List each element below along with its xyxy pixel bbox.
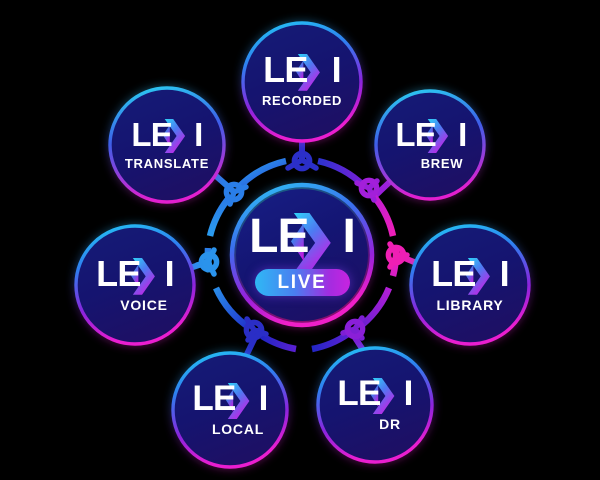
ring-hub-voice <box>194 247 220 277</box>
x-chevron-icon-dr <box>371 378 395 414</box>
node-dr-body <box>316 346 434 464</box>
center-node-ring <box>229 182 375 328</box>
x-chevron-icon-translate <box>163 119 186 153</box>
node-recorded-body <box>241 21 363 143</box>
x-chevron-icon-recorded <box>296 54 320 91</box>
node-voice[interactable] <box>74 224 196 346</box>
ring-hub-local <box>243 316 269 343</box>
x-chevron-icon-voice <box>131 258 155 295</box>
ring-arc-5 <box>359 286 393 328</box>
lexi-x-glyph-group <box>131 54 490 419</box>
node-voice-body <box>74 224 196 346</box>
satellite-node-group <box>74 21 531 469</box>
node-translate-body <box>108 86 226 204</box>
node-translate[interactable] <box>108 86 226 204</box>
ring-arc-1 <box>237 157 287 189</box>
ring-hub-recorded <box>285 147 319 172</box>
x-chevron-icon-brew <box>426 119 449 153</box>
ring-arc-6 <box>311 331 350 353</box>
ring-hub-brew <box>354 177 380 203</box>
node-brew[interactable] <box>374 89 486 201</box>
ring-hub-dr <box>340 315 366 341</box>
ring-hub-group <box>194 147 410 343</box>
ring-hub-library <box>385 241 410 270</box>
node-local[interactable] <box>171 351 289 469</box>
node-library-body <box>409 224 531 346</box>
node-dr[interactable] <box>316 346 434 464</box>
node-brew-body <box>374 89 486 201</box>
node-library[interactable] <box>409 224 531 346</box>
node-recorded[interactable] <box>241 21 363 143</box>
ring-arc-7 <box>260 333 297 353</box>
ring-arc-10 <box>206 196 231 237</box>
node-local-body <box>171 351 289 469</box>
x-chevron-icon-library <box>466 258 490 295</box>
x-chevron-icon-local <box>226 383 250 419</box>
x-chevron-icon-center <box>291 213 331 273</box>
ring-hub-translate <box>222 181 249 207</box>
